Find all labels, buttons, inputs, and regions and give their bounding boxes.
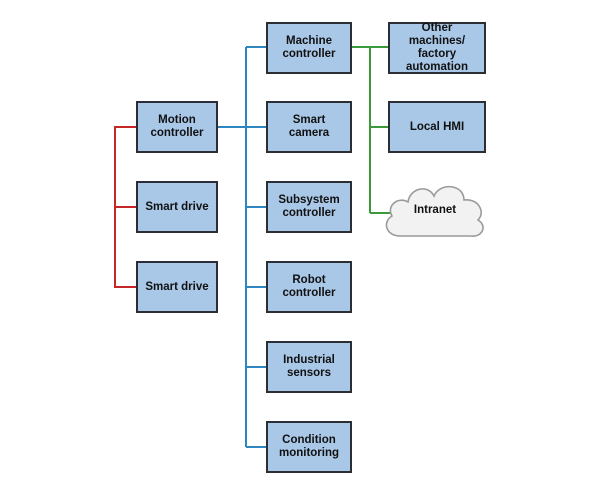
- robot-controller-label: Robot controller: [282, 274, 336, 299]
- smart-camera-label: Smart camera: [288, 114, 330, 139]
- condition-monitoring-label: Condition monitoring: [278, 434, 340, 459]
- intranet-cloud: Intranet: [376, 172, 494, 242]
- smart-camera-box: Smart camera: [266, 101, 352, 153]
- smart-drive-2-label: Smart drive: [145, 280, 209, 293]
- condition-monitoring-box: Condition monitoring: [266, 421, 352, 473]
- subsystem-controller-label: Subsystem controller: [278, 194, 340, 219]
- cloud-icon: [385, 185, 484, 237]
- smart-drive-1-label: Smart drive: [145, 200, 209, 213]
- local-hmi-box: Local HMI: [388, 101, 486, 153]
- smart-drive-box-2: Smart drive: [136, 261, 218, 313]
- red-links: [114, 126, 136, 288]
- smart-drive-box-1: Smart drive: [136, 181, 218, 233]
- other-machines-box: Other machines/ factory automation: [388, 22, 486, 74]
- blue-links: [216, 46, 266, 448]
- local-hmi-label: Local HMI: [409, 120, 465, 133]
- motion-controller-box: Motion controller: [136, 101, 218, 153]
- industrial-sensors-label: Industrial sensors: [283, 354, 335, 379]
- other-machines-label: Other machines/ factory automation: [406, 22, 468, 73]
- subsystem-controller-box: Subsystem controller: [266, 181, 352, 233]
- green-links: [352, 46, 392, 214]
- machine-controller-label: Machine controller: [282, 35, 336, 60]
- motion-controller-label: Motion controller: [150, 114, 204, 139]
- machine-controller-box: Machine controller: [266, 22, 352, 74]
- intranet-label: Intranet: [413, 204, 457, 216]
- industrial-sensors-box: Industrial sensors: [266, 341, 352, 393]
- robot-controller-box: Robot controller: [266, 261, 352, 313]
